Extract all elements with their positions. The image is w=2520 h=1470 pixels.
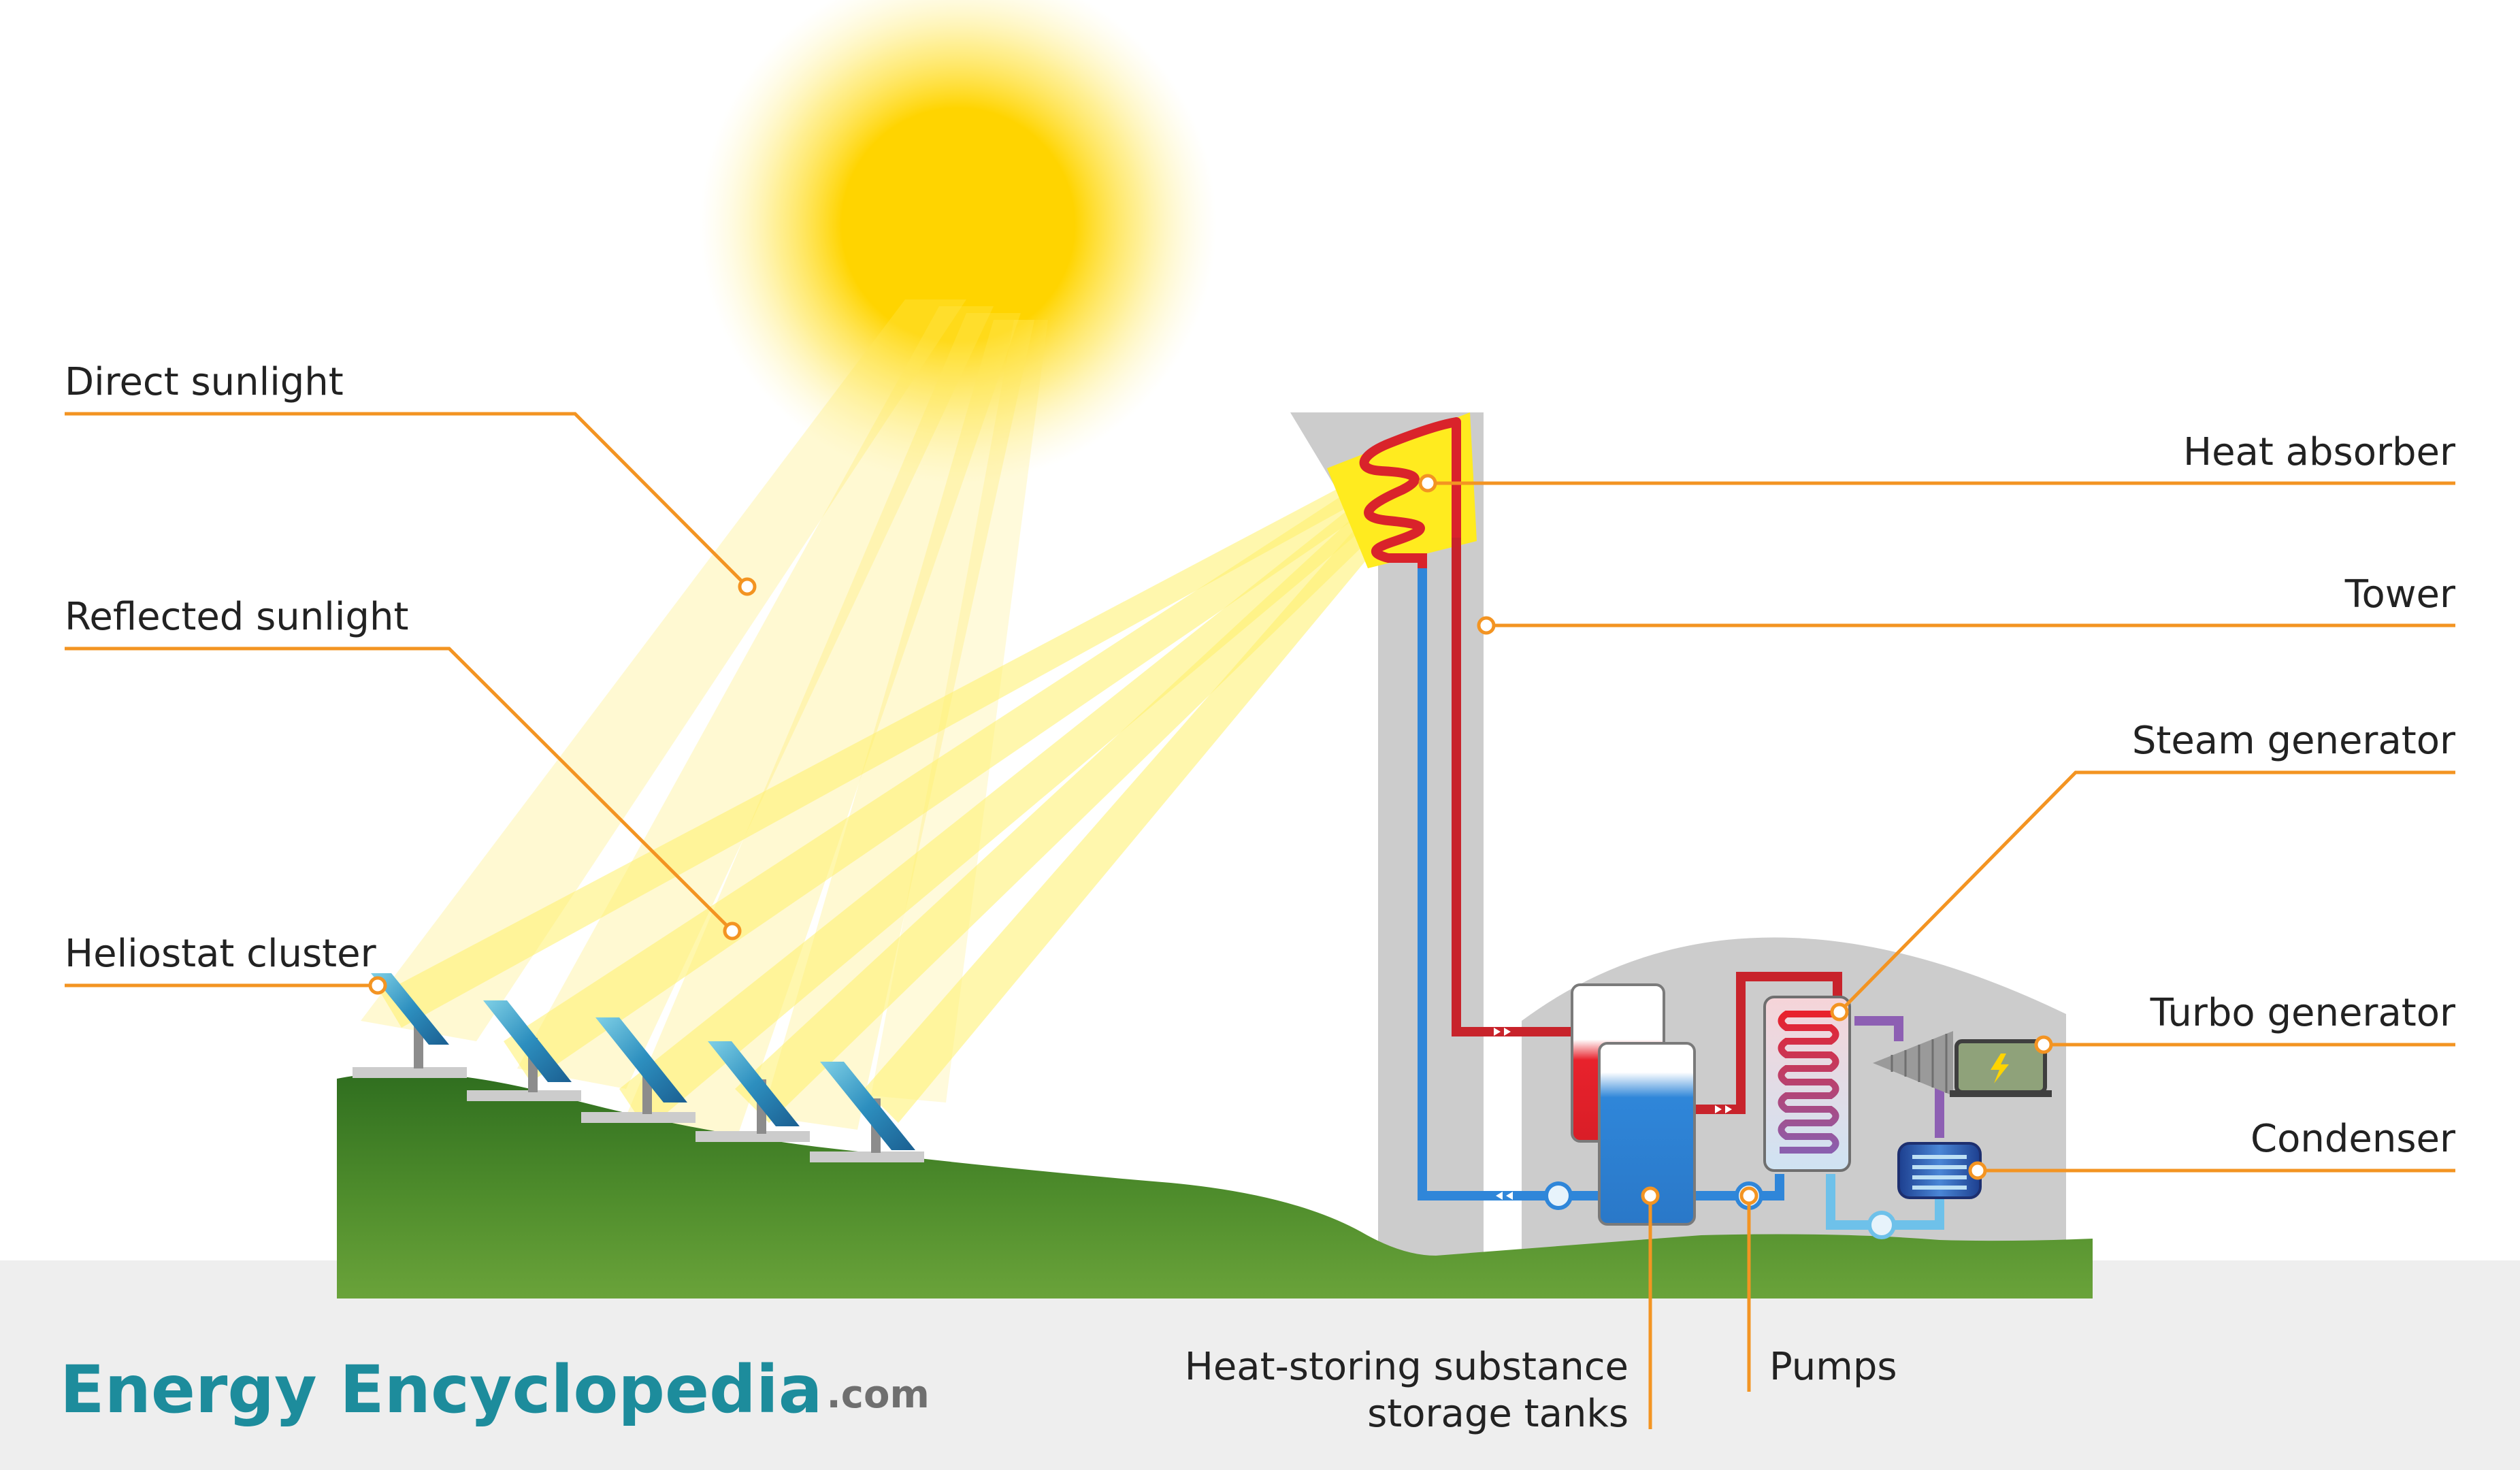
leader-dot-storage-tanks xyxy=(1641,1186,1660,1205)
heliostat xyxy=(467,1000,581,1101)
turbine-icon xyxy=(1873,1031,1953,1096)
heat-absorber xyxy=(1327,412,1477,578)
steam-pipe xyxy=(1854,1016,1944,1138)
heliostat xyxy=(581,1017,696,1123)
sun-icon xyxy=(700,0,1217,483)
cold-tank xyxy=(1598,1042,1696,1226)
heliostat xyxy=(810,1062,924,1162)
cold-pipe xyxy=(1418,568,1784,1200)
label-heliostat-cluster: Heliostat cluster xyxy=(65,932,377,976)
heliostat xyxy=(696,1041,810,1142)
flow-arrows-hot xyxy=(1494,1028,1732,1113)
leader-lines xyxy=(65,412,2455,1429)
label-storage-tanks-line1: Heat-storing substance xyxy=(1185,1345,1629,1389)
hill xyxy=(337,1073,2093,1298)
lightning-bolt-icon xyxy=(1991,1054,2009,1083)
brand-logo: Energy Encyclopedia .com xyxy=(60,1352,930,1428)
leader-direct-sunlight xyxy=(65,412,749,588)
tower xyxy=(1290,412,1484,1256)
leader-steam-generator xyxy=(1838,770,2455,1013)
leader-dot-turbo-generator xyxy=(2034,1035,2053,1054)
label-turbo-generator: Turbo generator xyxy=(2150,991,2456,1035)
generator-icon xyxy=(1950,1039,2052,1097)
leader-reflected-sunlight xyxy=(65,647,734,932)
steam-generator xyxy=(1763,996,1851,1172)
label-tower: Tower xyxy=(2344,572,2456,617)
condenser-icon xyxy=(1897,1142,1982,1199)
leader-dot-condenser xyxy=(1968,1161,1987,1180)
leader-dot-direct-sunlight xyxy=(738,577,757,596)
leader-dot-heat-absorber xyxy=(1418,474,1437,493)
label-reflected-sunlight: Reflected sunlight xyxy=(65,595,408,639)
leader-dot-tower xyxy=(1477,616,1496,635)
leader-dot-reflected-sunlight xyxy=(723,921,742,941)
label-steam-generator: Steam generator xyxy=(2132,719,2456,763)
flow-arrows-cold xyxy=(1496,1192,1513,1200)
label-storage-tanks-line2: storage tanks xyxy=(1367,1392,1629,1436)
label-pumps: Pumps xyxy=(1769,1345,1897,1389)
label-direct-sunlight: Direct sunlight xyxy=(65,360,344,404)
leader-dot-pumps xyxy=(1739,1186,1758,1205)
heliostat xyxy=(353,973,467,1078)
reflected-sunlight-rays xyxy=(381,476,1371,1130)
brand-domain: .com xyxy=(827,1373,930,1417)
label-heat-absorber: Heat absorber xyxy=(2183,430,2456,474)
label-condenser: Condenser xyxy=(2251,1117,2456,1161)
brand-name: Energy Encyclopedia xyxy=(60,1352,823,1428)
leader-dot-heliostat-cluster xyxy=(368,976,387,995)
heliostat-cluster xyxy=(353,973,924,1162)
leader-dot-steam-generator xyxy=(1830,1002,1849,1022)
